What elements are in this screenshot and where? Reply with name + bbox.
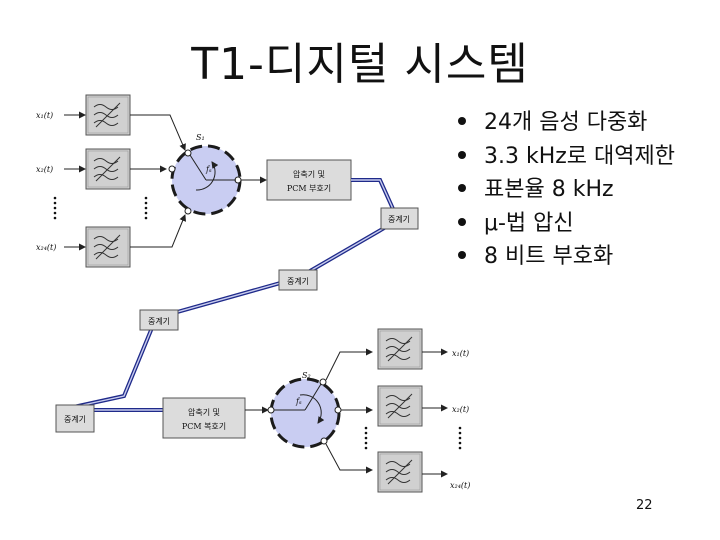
bullet-item: μ-법 압신 bbox=[458, 207, 675, 241]
ellipsis-dots-icon bbox=[53, 196, 148, 220]
input-label-24: x₂₄(t) bbox=[36, 243, 56, 252]
output-label-2: x₂(t) bbox=[452, 405, 469, 414]
page-number: 22 bbox=[636, 498, 653, 513]
slide-title: T1-디지털 시스템 bbox=[191, 39, 529, 90]
svg-text:중계기: 중계기 bbox=[64, 414, 86, 424]
ellipsis-dots-icon bbox=[364, 426, 462, 450]
svg-text:압축기 및: 압축기 및 bbox=[188, 407, 220, 417]
svg-text:중계기: 중계기 bbox=[148, 316, 170, 326]
switch-2-rate-label: fₛ bbox=[295, 397, 302, 406]
bullet-dot-icon bbox=[458, 150, 466, 159]
filter-block-2 bbox=[85, 148, 131, 190]
bullet-item: 3.3 kHz로 대역제한 bbox=[458, 140, 675, 174]
bullet-dot-icon bbox=[458, 217, 466, 226]
output-filter-1 bbox=[377, 328, 423, 370]
repeater-3 bbox=[139, 309, 179, 331]
repeater-2 bbox=[278, 269, 318, 291]
bullet-dot-icon bbox=[458, 117, 466, 125]
bullet-dot-icon bbox=[458, 184, 466, 192]
svg-text:중계기: 중계기 bbox=[287, 276, 309, 286]
bullet-list: 24개 음성 다중화 3.3 kHz로 대역제한 표본율 8 kHz μ-법 압… bbox=[458, 106, 675, 274]
commutator-switch-2 bbox=[269, 377, 341, 449]
repeater-1 bbox=[380, 207, 419, 230]
switch-2-label: S₂ bbox=[302, 371, 311, 380]
switch-1-rate-label: fₛ bbox=[205, 165, 212, 174]
input-label-1: x₁(t) bbox=[36, 111, 53, 120]
bullet-item: 24개 음성 다중화 bbox=[458, 106, 675, 140]
repeater-4 bbox=[55, 404, 95, 433]
bullet-item: 표본율 8 kHz bbox=[458, 173, 675, 207]
output-label-24: x₂₄(t) bbox=[450, 481, 470, 490]
switch-1-label: S₁ bbox=[196, 133, 205, 142]
svg-text:PCM 부호기: PCM 부호기 bbox=[287, 184, 331, 193]
output-filter-24 bbox=[377, 451, 423, 493]
output-filter-2 bbox=[377, 385, 423, 427]
svg-text:압축기 및: 압축기 및 bbox=[293, 169, 325, 179]
filter-block-24 bbox=[85, 226, 131, 268]
bullet-item: 8 비트 부호화 bbox=[458, 240, 675, 274]
svg-text:중계기: 중계기 bbox=[388, 214, 410, 224]
filter-block-1 bbox=[85, 94, 131, 136]
input-label-2: x₂(t) bbox=[36, 165, 53, 174]
output-label-1: x₁(t) bbox=[452, 349, 469, 358]
svg-text:PCM 복호기: PCM 복호기 bbox=[182, 422, 226, 431]
compressor-encoder-block bbox=[266, 159, 352, 201]
expander-decoder-block bbox=[162, 397, 246, 439]
bullet-dot-icon bbox=[458, 251, 466, 259]
